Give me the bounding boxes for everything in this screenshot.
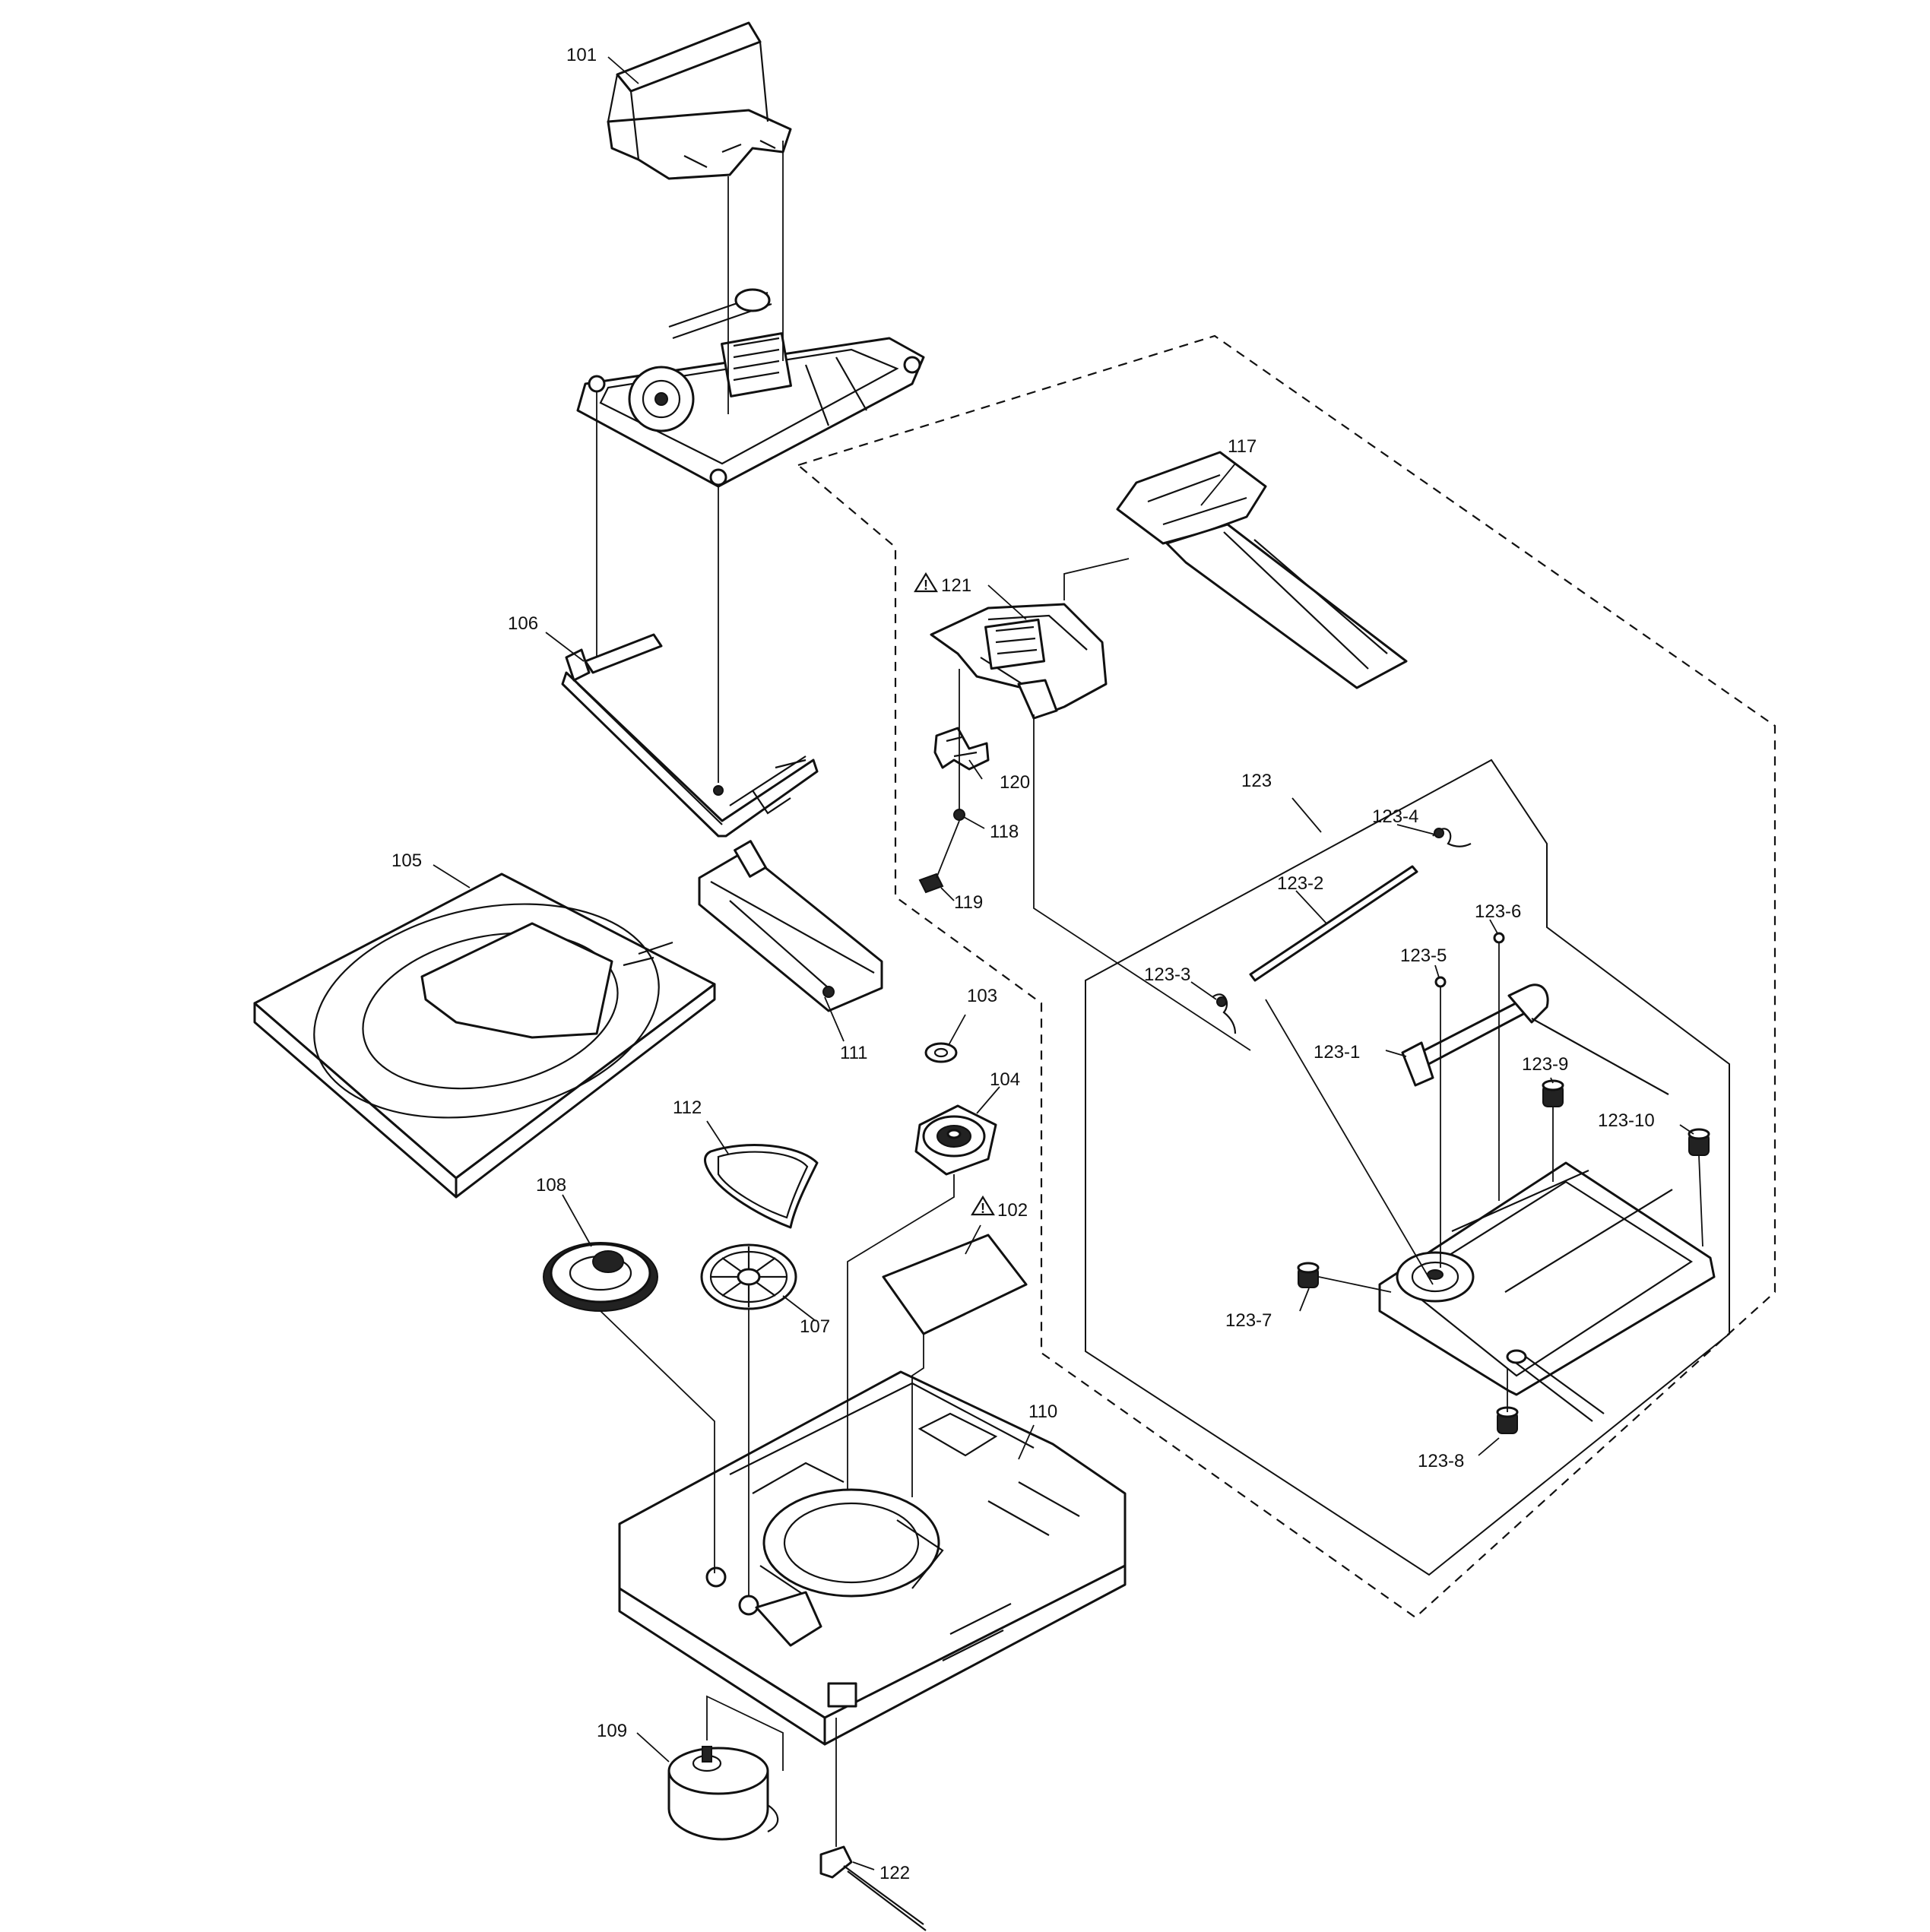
- part-123-6-screw: [1493, 932, 1505, 944]
- label-120: 120: [1000, 772, 1030, 793]
- label-110: 110: [1028, 1401, 1057, 1422]
- label-109: 109: [597, 1721, 627, 1741]
- mechanism-unit-top: [576, 288, 925, 488]
- part-123-2-guide-shaft: [1249, 865, 1418, 982]
- part-123-traverse-base: [1378, 1161, 1716, 1422]
- leader-lines: [433, 56, 1694, 1870]
- part-123-9-damper: [1542, 1079, 1564, 1107]
- label-123-1: 123-1: [1314, 1042, 1360, 1063]
- label-123-3: 123-3: [1144, 964, 1190, 985]
- part-123-7-damper: [1297, 1262, 1320, 1288]
- part-120-bracket: [933, 727, 990, 771]
- part-123-1-sled-motor-shaft: [1401, 983, 1669, 1095]
- part-118-screw: [953, 809, 965, 821]
- part-121-optical-pickup: [930, 603, 1108, 720]
- label-123-9: 123-9: [1522, 1054, 1568, 1075]
- label-123-10: 123-10: [1598, 1110, 1655, 1131]
- part-107-pulley: [700, 1243, 797, 1310]
- label-119: 119: [954, 892, 983, 913]
- part-122-switch: [819, 1845, 927, 1931]
- safety-mark-102: !: [981, 1201, 985, 1216]
- label-112: 112: [673, 1097, 702, 1118]
- part-106-frame: [561, 633, 819, 838]
- label-104: 104: [990, 1069, 1020, 1090]
- label-102: 102: [997, 1200, 1028, 1221]
- part-117-flex-cable: [1116, 451, 1408, 689]
- safety-mark-121: !: [924, 578, 928, 593]
- part-119-spring: [918, 873, 944, 894]
- part-102-sheet: [882, 1234, 1028, 1335]
- warning-triangle-icon: !: [914, 572, 938, 593]
- label-111: 111: [840, 1043, 867, 1063]
- label-123-7: 123-7: [1225, 1310, 1272, 1331]
- part-123-3-spring: [1212, 993, 1237, 1034]
- assembly-guide-lines: [596, 141, 1703, 1847]
- label-123-5: 123-5: [1400, 945, 1447, 966]
- part-labels: 101 102 103 104 105 106 107 108 109 110 …: [391, 45, 1655, 1883]
- label-101: 101: [566, 45, 597, 65]
- part-105-disc-tray: [253, 873, 716, 1199]
- label-123-8: 123-8: [1418, 1451, 1464, 1471]
- label-123-6: 123-6: [1475, 901, 1521, 922]
- label-107: 107: [800, 1316, 830, 1337]
- part-101-clamp-plate: [607, 21, 792, 180]
- label-105: 105: [391, 850, 422, 871]
- label-122: 122: [879, 1863, 910, 1883]
- label-121: 121: [941, 575, 971, 596]
- part-123-8-damper: [1496, 1406, 1519, 1434]
- label-106: 106: [508, 613, 538, 634]
- part-104-turntable: [914, 1104, 997, 1176]
- warning-triangle-icon: !: [971, 1195, 995, 1216]
- label-103: 103: [967, 986, 997, 1006]
- part-108-gear: [543, 1242, 658, 1312]
- label-123-4: 123-4: [1372, 806, 1418, 827]
- part-111-slide-bracket: [698, 840, 883, 1012]
- part-109-motor: [667, 1746, 779, 1841]
- part-123-4-spring: [1432, 828, 1472, 847]
- label-108: 108: [536, 1175, 566, 1196]
- label-123-2: 123-2: [1277, 873, 1323, 894]
- part-123-5-screw: [1434, 976, 1447, 988]
- label-118: 118: [990, 822, 1019, 842]
- label-117: 117: [1228, 436, 1257, 457]
- subassembly-123-outline: [1085, 759, 1730, 1576]
- part-112-belt: [704, 1144, 819, 1229]
- part-103-washer: [924, 1042, 958, 1063]
- label-123: 123: [1241, 771, 1272, 791]
- part-110-main-chassis: [618, 1370, 1127, 1746]
- assembly-region-outline: [797, 334, 1776, 1619]
